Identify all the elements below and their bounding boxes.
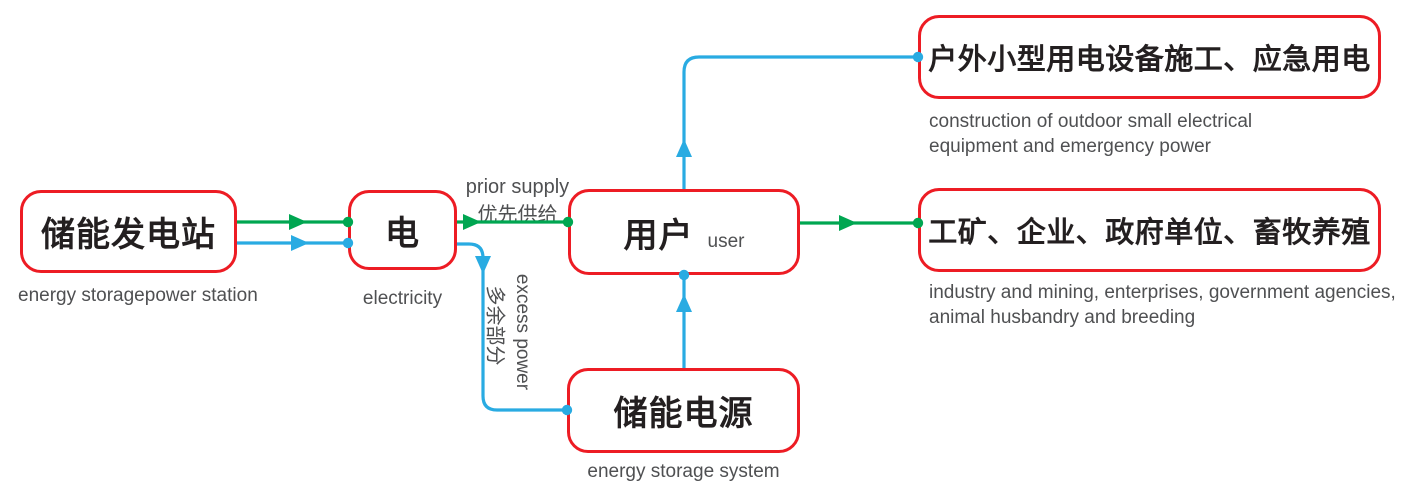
edge-label-excess-power-en: excess power — [512, 273, 533, 391]
caption-industry-line2: animal husbandry and breeding — [929, 307, 1196, 328]
edge-label-prior-supply-zh: 优先供给 — [477, 204, 558, 226]
edge-user-to-industry-green — [800, 215, 924, 231]
caption-storage-system: energy storage system — [587, 461, 780, 482]
edge-user-to-outdoor-blue — [676, 51, 924, 189]
arrowhead-right-icon — [839, 215, 857, 231]
arrowhead-down-icon — [475, 256, 491, 274]
node-storage-system: 储能电源 — [567, 368, 800, 453]
arrowhead-right-icon — [291, 235, 309, 251]
node-user: 用户 user — [568, 189, 800, 275]
node-electricity-label: 电 — [385, 214, 420, 253]
caption-industry-line1: industry and mining, enterprises, govern… — [929, 282, 1396, 303]
node-industry: 工矿、企业、政府单位、畜牧养殖 — [918, 188, 1381, 272]
caption-power-station: energy storagepower station — [18, 285, 258, 306]
node-outdoor-equipment-label: 户外小型用电设备施工、应急用电 — [928, 44, 1371, 76]
node-user-label: 用户 — [623, 216, 694, 255]
node-power-station: 储能发电站 — [20, 190, 237, 273]
arrowhead-up-icon — [676, 294, 692, 312]
caption-electricity: electricity — [362, 288, 443, 309]
node-electricity: 电 — [348, 190, 457, 270]
edge-station-to-electricity-green — [237, 214, 354, 230]
arrowhead-right-icon — [289, 214, 307, 230]
node-outdoor-equipment: 户外小型用电设备施工、应急用电 — [918, 15, 1381, 99]
node-storage-system-label: 储能电源 — [613, 395, 754, 433]
edge-storage-to-user-blue — [676, 269, 692, 368]
edge-label-excess-power-zh: 多余部分 — [483, 285, 506, 366]
arrowhead-up-icon — [676, 139, 692, 157]
node-industry-label: 工矿、企业、政府单位、畜牧养殖 — [928, 217, 1371, 249]
caption-outdoor-line2: equipment and emergency power — [929, 136, 1212, 157]
caption-industry: industry and mining, enterprises, govern… — [929, 280, 1396, 330]
node-user-sublabel: user — [707, 230, 745, 252]
caption-outdoor-equipment: construction of outdoor small electrical… — [929, 109, 1252, 159]
node-power-station-label: 储能发电站 — [41, 216, 216, 254]
edge-station-to-electricity-blue — [237, 235, 354, 251]
caption-outdoor-line1: construction of outdoor small electrical — [929, 111, 1253, 132]
edge-label-prior-supply-en: prior supply — [465, 176, 570, 198]
